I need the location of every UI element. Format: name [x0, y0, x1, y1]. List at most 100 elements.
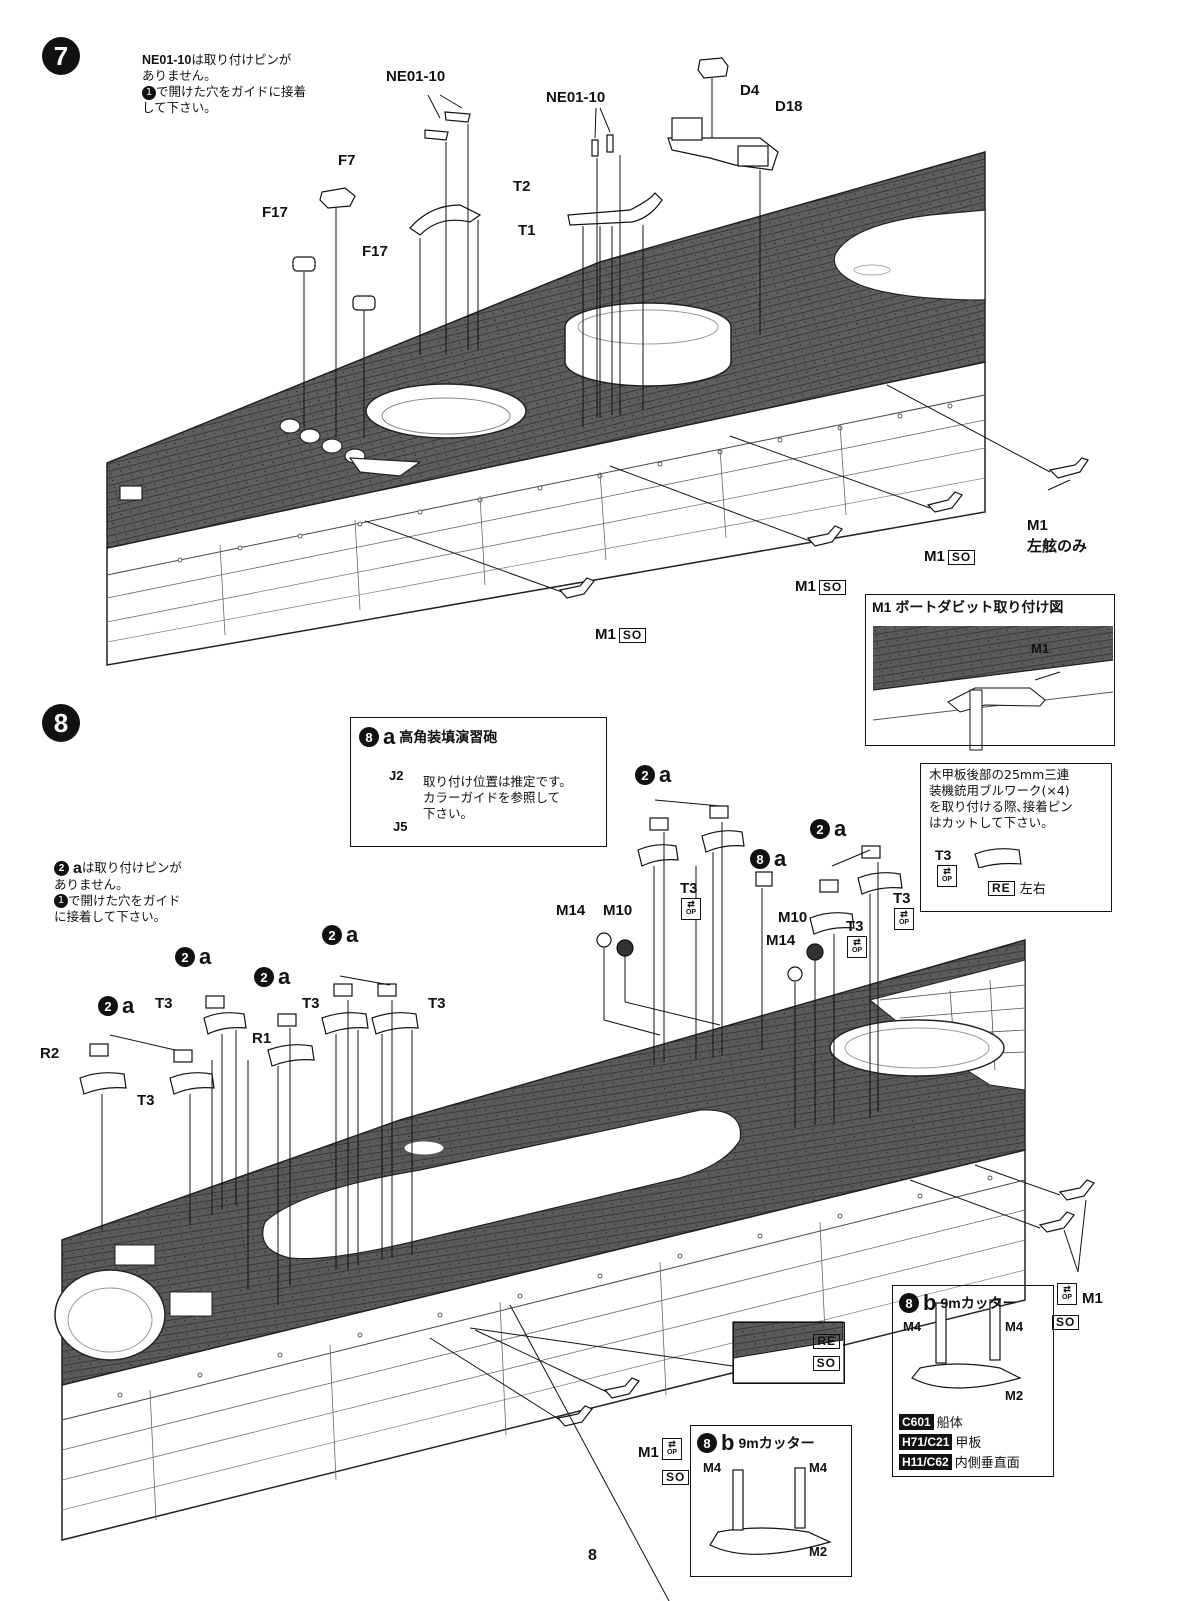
- part-label-m2-b: M2: [809, 1544, 828, 1559]
- step7-inset-drawing: [872, 626, 1114, 754]
- page-number: 8: [588, 1547, 597, 1564]
- part-label-d18: D18: [775, 98, 803, 115]
- step-8-number: 8: [42, 704, 80, 742]
- davit-inset-box: M1 ボートダビット取り付け図 M1: [865, 594, 1115, 746]
- step7-hull: [106, 151, 986, 666]
- re-tag: RE: [813, 1331, 840, 1350]
- part-label-j2: J2: [389, 768, 404, 783]
- part-label-j5: J5: [393, 819, 408, 834]
- part-label-m4-a: M4: [903, 1319, 922, 1334]
- part-label-r1: R1: [252, 1030, 272, 1047]
- op-icon: ⇄OP: [937, 865, 957, 887]
- so-tag: SO: [947, 549, 976, 565]
- part-label-t3-f: T3: [846, 918, 864, 935]
- op-icon: ⇄OP: [1057, 1283, 1077, 1305]
- part-label-m1-bottom: M1: [638, 1444, 659, 1461]
- part-label-t3-e: T3: [680, 880, 698, 897]
- bulwark-note-text: 木甲板後部の25mm三連装機銃用ブルワーク(×4)を取り付ける際､接着ピンはカッ…: [929, 767, 1073, 830]
- op-icon: ⇄OP: [662, 1438, 682, 1460]
- part-label-m4-b: M4: [1005, 1319, 1024, 1334]
- step7-note-line4: して下さい。: [142, 100, 217, 115]
- part-label-f7: F7: [338, 152, 356, 169]
- part-label-m4-d: M4: [809, 1460, 828, 1475]
- so-tag: SO: [818, 579, 847, 595]
- step7-note-line1: は取り付けピンが: [191, 52, 292, 67]
- op-icon: ⇄OP: [847, 936, 867, 958]
- op-icon: ⇄OP: [681, 898, 701, 920]
- re-so-inset-drawing: [732, 1321, 844, 1383]
- part-label-m14-a: M14: [556, 902, 586, 919]
- part-label-m1-right: M1: [1082, 1290, 1103, 1307]
- part-label-m4-c: M4: [703, 1460, 722, 1475]
- box-8a-title: 高角装填演習砲: [399, 730, 498, 746]
- part-label-m10-a: M10: [603, 902, 633, 919]
- part-label-t2: T2: [513, 178, 531, 195]
- so-tag: SO: [618, 627, 647, 643]
- step7-parts: [292, 57, 1089, 599]
- port-side-only-label: 左舷のみ: [1027, 538, 1088, 555]
- part-label-ne01-10-b: NE01-10: [546, 89, 606, 106]
- davit-inset-title: M1 ボートダビット取り付け図: [872, 597, 1064, 617]
- bulwark-part-drawing: [974, 848, 1022, 868]
- bulwark-note-box: 木甲板後部の25mm三連装機銃用ブルワーク(×4)を取り付ける際､接着ピンはカッ…: [920, 763, 1112, 912]
- part-label-t3-c: T3: [302, 995, 320, 1012]
- re-so-inset-box: RE SO: [733, 1322, 845, 1384]
- part-label-f17-a: F17: [262, 204, 288, 221]
- part-label-f17-b: F17: [362, 243, 388, 260]
- step-7-number: 7: [42, 37, 80, 75]
- part-label-t3-b: T3: [155, 995, 173, 1012]
- op-icon: ⇄OP: [894, 908, 914, 930]
- box-8a-text: 取り付け位置は推定です。カラーガイドを参照して下さい。: [423, 774, 572, 821]
- part-label-ne01-10-a: NE01-10: [386, 68, 446, 85]
- so-tag: SO: [812, 1353, 840, 1372]
- part-label-m10-b: M10: [778, 909, 808, 926]
- step7-note-part: NE01-10: [142, 53, 192, 67]
- step7-note-line2: ありません。: [142, 68, 217, 83]
- step7-guide-lines: [303, 78, 1071, 593]
- part-label-m14-b: M14: [766, 932, 796, 949]
- davit-inset-m1-label: M1: [1031, 641, 1050, 656]
- part-label-r2: R2: [40, 1045, 60, 1062]
- so-tag-bottom: SO: [662, 1467, 690, 1486]
- so-tag-right: SO: [1052, 1312, 1080, 1331]
- part-label-m2-a: M2: [1005, 1388, 1024, 1403]
- part-label-t1: T1: [518, 222, 536, 239]
- bulwark-re-row: RE 左右: [985, 878, 1046, 897]
- part-label-t3-d: T3: [428, 995, 446, 1012]
- step8-guide-lines: [101, 799, 1087, 1601]
- step8-hull: [54, 939, 1026, 1541]
- step8-parts: [79, 805, 1095, 1427]
- part-label-t3-g: T3: [893, 890, 911, 907]
- bulwark-t3-label: T3: [935, 847, 952, 863]
- cutter-drawings: [709, 1299, 1022, 1555]
- step7-note-ref-icon: 1: [142, 85, 156, 100]
- part-label-d4: D4: [740, 82, 760, 99]
- part-label-m1-port: M1: [1027, 517, 1048, 534]
- step7-note-line3: で開けた穴をガイドに接着: [156, 84, 307, 99]
- part-label-t3-a: T3: [137, 1092, 155, 1109]
